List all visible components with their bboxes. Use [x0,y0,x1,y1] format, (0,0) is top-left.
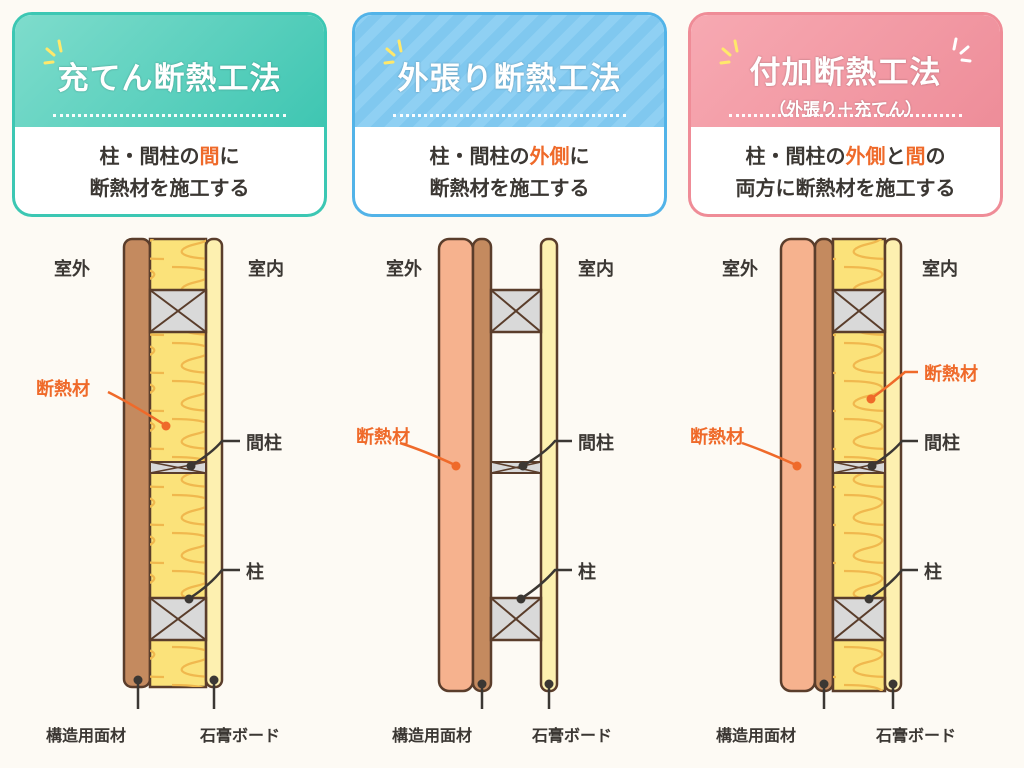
label-intermediate-stud: 間柱 [924,433,960,454]
label-outdoor: 室外 [54,259,90,280]
label-stud: 柱 [246,562,264,583]
wall-section-diagrams: 室外 室内 断熱材 間柱 柱 構造用面材 石膏ボード 室外 室内 断熱材 間柱 … [0,225,1024,768]
sparkle-icon [952,37,972,63]
label-intermediate-stud: 間柱 [246,433,282,454]
description-line: 断熱材を施工する [89,176,250,200]
description-line: 柱・間柱の外側に [429,144,590,168]
wall-sections-svg [107,237,918,709]
label-indoor: 室内 [578,259,614,280]
description-line: 柱・間柱の外側と間の [745,144,946,168]
card-fill-insulation: 充てん断熱工法 柱・間柱の間に 断熱材を施工する [12,12,327,217]
card-header: 付加断熱工法 （外張り＋充てん） [691,15,1000,127]
label-stud: 柱 [578,562,596,583]
label-insulation: 断熱材 [924,364,978,385]
stud-box [831,596,887,642]
card-title: 付加断熱工法 [749,55,942,91]
label-structural-panel: 構造用面材 [392,726,473,745]
label-outdoor: 室外 [386,259,422,280]
label-outdoor: 室外 [722,259,758,280]
label-stud: 柱 [924,562,942,583]
diagram-additional-insulation [741,237,918,709]
stud-box [831,288,887,334]
structural-panel [122,237,152,689]
card-description: 柱・間柱の外側に 断熱材を施工する [355,127,664,214]
label-gypsum-board: 石膏ボード [532,726,613,745]
description-line: 両方に断熱材を施工する [735,176,956,200]
stud-box [148,288,208,334]
card-description: 柱・間柱の間に 断熱材を施工する [15,127,324,214]
label-gypsum-board: 石膏ボード [876,726,957,745]
diagram-exterior-insulation [399,237,572,709]
label-intermediate-stud: 間柱 [578,433,614,454]
card-header: 充てん断熱工法 [15,15,324,127]
label-structural-panel: 構造用面材 [46,726,127,745]
description-line: 断熱材を施工する [429,176,590,200]
label-indoor: 室内 [248,259,284,280]
dotted-divider [393,114,626,117]
structural-panel [813,237,835,693]
gypsum-board [883,237,903,693]
label-indoor: 室内 [922,259,958,280]
stud-box [489,596,543,642]
dotted-divider [729,114,962,117]
label-structural-panel: 構造用面材 [716,726,797,745]
card-title: 充てん断熱工法 [57,61,282,97]
dotted-divider [53,114,286,117]
intermediate-stud [149,461,207,474]
diagram-fill-insulation [107,237,240,709]
structural-panel [471,237,493,693]
sparkle-icon [719,39,739,65]
label-gypsum-board: 石膏ボード [200,726,281,745]
label-insulation: 断熱材 [356,427,410,448]
label-insulation: 断熱材 [36,379,90,400]
intermediate-stud [490,461,542,474]
gypsum-board [539,237,559,693]
card-exterior-insulation: 外張り断熱工法 柱・間柱の外側に 断熱材を施工する [352,12,667,217]
sparkle-icon [383,39,403,65]
card-title: 外張り断熱工法 [397,61,622,97]
card-description: 柱・間柱の外側と間の 両方に断熱材を施工する [691,127,1000,214]
label-insulation: 断熱材 [690,427,744,448]
stud-box [148,596,208,642]
description-line: 柱・間柱の間に [99,144,240,168]
gypsum-board [204,237,224,689]
card-additional-insulation: 付加断熱工法 （外張り＋充てん） 柱・間柱の外側と間の 両方に断熱材を施工する [688,12,1003,217]
stud-box [489,288,543,334]
card-header: 外張り断熱工法 [355,15,664,127]
sparkle-icon [43,39,63,65]
